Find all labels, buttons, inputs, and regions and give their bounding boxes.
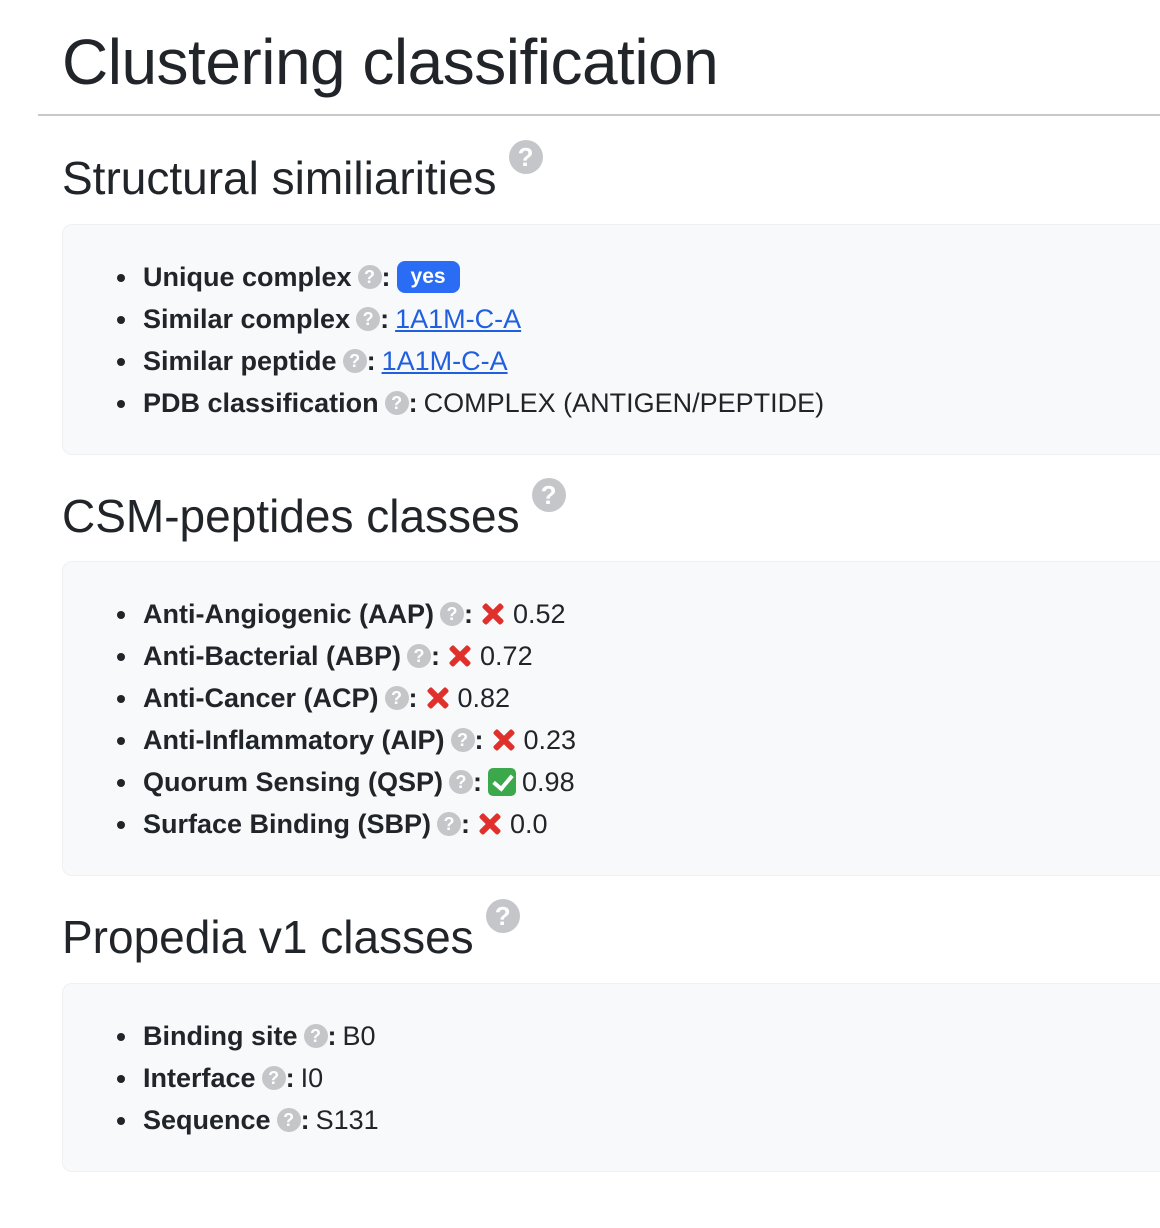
- propedia-card: Binding site?:B0 Interface?:I0 Sequence?…: [62, 983, 1160, 1172]
- separator-colon: :: [473, 767, 483, 797]
- help-icon[interactable]: ?: [303, 1023, 328, 1048]
- help-icon[interactable]: ?: [342, 348, 367, 373]
- score-value: 0.52: [512, 599, 566, 629]
- help-icon[interactable]: ?: [357, 264, 382, 289]
- item-label: Anti-Angiogenic (AAP): [143, 599, 434, 629]
- csm-heading: CSM-peptides classes?: [62, 478, 566, 544]
- structural-heading-text: Structural similiarities: [62, 152, 497, 204]
- help-icon[interactable]: ?: [261, 1065, 286, 1090]
- item-label: Binding site: [143, 1021, 298, 1051]
- cross-icon: [476, 810, 504, 838]
- help-icon[interactable]: ?: [531, 478, 566, 512]
- item-label: Sequence: [143, 1105, 271, 1135]
- item-label: Anti-Inflammatory (AIP): [143, 725, 445, 755]
- list-item: Quorum Sensing (QSP)?: 0.98: [63, 761, 1160, 803]
- item-label: PDB classification: [143, 388, 379, 418]
- list-item: Binding site?:B0: [63, 1015, 1160, 1057]
- csm-heading-text: CSM-peptides classes: [62, 490, 520, 542]
- structural-heading: Structural similiarities?: [62, 140, 543, 206]
- page-title: Clustering classification: [62, 26, 719, 98]
- help-icon[interactable]: ?: [356, 306, 381, 331]
- score-value: 0.0: [510, 809, 548, 839]
- list-item: Anti-Angiogenic (AAP)?: 0.52: [63, 593, 1160, 635]
- score-value: 0.23: [523, 725, 577, 755]
- separator-colon: :: [366, 346, 376, 376]
- item-label: Surface Binding (SBP): [143, 809, 432, 839]
- score-value: 0.82: [457, 683, 511, 713]
- propedia-heading: Propedia v1 classes?: [62, 899, 520, 965]
- separator-colon: :: [300, 1105, 310, 1135]
- structural-list: Unique complex?:yes Similar complex?:1A1…: [63, 256, 1160, 424]
- help-icon[interactable]: ?: [384, 390, 409, 415]
- separator-colon: :: [431, 641, 441, 671]
- help-icon[interactable]: ?: [450, 727, 475, 752]
- help-icon[interactable]: ?: [439, 601, 464, 626]
- propedia-heading-text: Propedia v1 classes: [62, 911, 474, 963]
- item-label: Similar complex: [143, 304, 351, 334]
- help-icon[interactable]: ?: [508, 140, 543, 174]
- check-icon: [488, 767, 517, 796]
- item-label: Interface: [143, 1063, 256, 1093]
- help-icon[interactable]: ?: [407, 643, 432, 668]
- interface-value: I0: [300, 1063, 324, 1093]
- csm-card: Anti-Angiogenic (AAP)?: 0.52 Anti-Bacteri…: [62, 561, 1160, 876]
- cross-icon: [446, 642, 474, 670]
- pdb-classification-value: COMPLEX (ANTIGEN/PEPTIDE): [423, 388, 825, 418]
- csm-list: Anti-Angiogenic (AAP)?: 0.52 Anti-Bacteri…: [63, 593, 1160, 845]
- separator-colon: :: [408, 388, 418, 418]
- help-icon[interactable]: ?: [437, 811, 462, 836]
- separator-colon: :: [463, 599, 473, 629]
- item-label: Similar peptide: [143, 346, 337, 376]
- help-icon[interactable]: ?: [449, 769, 474, 794]
- separator-colon: :: [474, 725, 484, 755]
- list-item: Anti-Cancer (ACP)?: 0.82: [63, 677, 1160, 719]
- list-item: Interface?:I0: [63, 1057, 1160, 1099]
- similar-peptide-link[interactable]: 1A1M-C-A: [381, 346, 508, 376]
- item-label: Anti-Cancer (ACP): [143, 683, 379, 713]
- score-value: 0.72: [480, 641, 533, 671]
- list-item: Similar peptide?:1A1M-C-A: [63, 340, 1160, 382]
- separator-colon: :: [381, 262, 391, 292]
- list-item: Surface Binding (SBP)?: 0.0: [63, 803, 1160, 845]
- propedia-list: Binding site?:B0 Interface?:I0 Sequence?…: [63, 1015, 1160, 1141]
- help-icon[interactable]: ?: [485, 899, 520, 933]
- list-item: PDB classification?:COMPLEX (ANTIGEN/PEP…: [63, 382, 1160, 424]
- list-item: Anti-Bacterial (ABP)?: 0.72: [63, 635, 1160, 677]
- item-label: Quorum Sensing (QSP): [143, 767, 444, 797]
- structural-card: Unique complex?:yes Similar complex?:1A1…: [62, 224, 1160, 455]
- sequence-value: S131: [315, 1105, 379, 1135]
- similar-complex-link[interactable]: 1A1M-C-A: [395, 304, 522, 334]
- list-item: Unique complex?:yes: [63, 256, 1160, 298]
- separator-colon: :: [461, 809, 471, 839]
- cross-icon: [490, 726, 518, 754]
- separator-colon: :: [327, 1021, 337, 1051]
- score-value: 0.98: [522, 767, 575, 797]
- title-divider: [38, 114, 1160, 116]
- separator-colon: :: [380, 304, 390, 334]
- list-item: Sequence?:S131: [63, 1099, 1160, 1141]
- separator-colon: :: [408, 683, 418, 713]
- list-item: Anti-Inflammatory (AIP)?: 0.23: [63, 719, 1160, 761]
- binding-site-value: B0: [342, 1021, 376, 1051]
- cross-icon: [424, 684, 452, 712]
- item-label: Unique complex: [143, 262, 352, 292]
- list-item: Similar complex?:1A1M-C-A: [63, 298, 1160, 340]
- separator-colon: :: [285, 1063, 295, 1093]
- help-icon[interactable]: ?: [276, 1107, 301, 1132]
- unique-complex-badge: yes: [396, 260, 460, 293]
- item-label: Anti-Bacterial (ABP): [143, 641, 402, 671]
- help-icon[interactable]: ?: [384, 685, 409, 710]
- cross-icon: [479, 600, 507, 628]
